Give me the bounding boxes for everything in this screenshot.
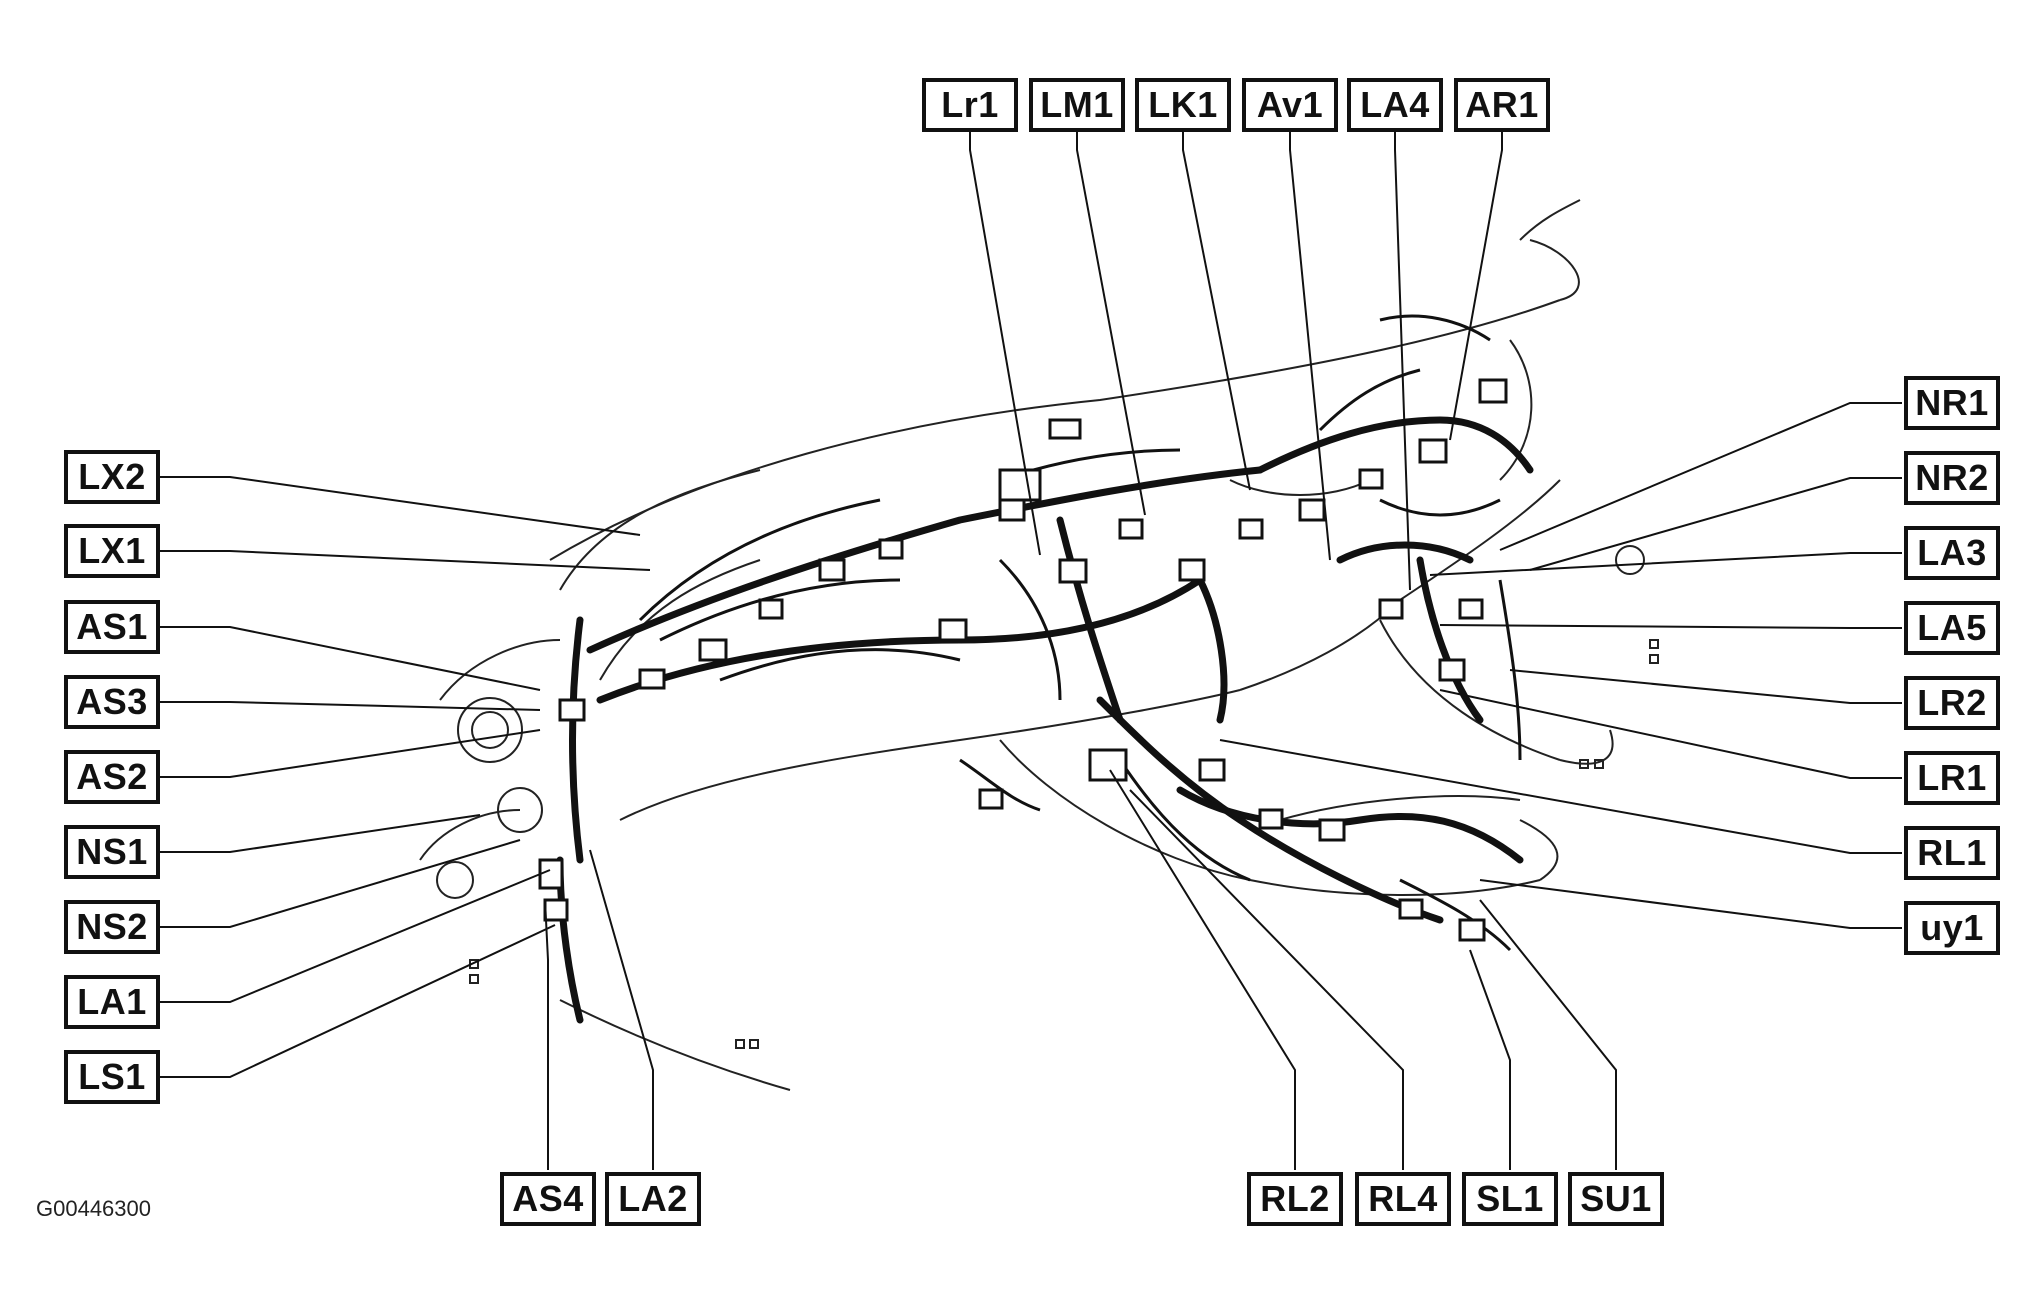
connector-label-nr2: NR2	[1904, 451, 2000, 505]
connector-label-uy1: uy1	[1904, 901, 2000, 955]
connector-label-la3: LA3	[1904, 526, 2000, 580]
connector-blocks	[538, 378, 1508, 942]
connector-label-as2: AS2	[64, 750, 160, 804]
connector-label-as3: AS3	[64, 675, 160, 729]
connector-label-la2: LA2	[605, 1172, 701, 1226]
figure-code: G00446300	[36, 1196, 151, 1221]
connector-label-sl1: SL1	[1462, 1172, 1558, 1226]
connector-label-ns1: NS1	[64, 825, 160, 879]
fixing-marks	[469, 639, 1659, 1049]
connector-label-ns2: NS2	[64, 900, 160, 954]
thin-wires	[638, 314, 1522, 952]
connector-label-as1: AS1	[64, 600, 160, 654]
connector-label-lx2: LX2	[64, 450, 160, 504]
connector-label-la5: LA5	[1904, 601, 2000, 655]
connector-label-rl1: RL1	[1904, 826, 2000, 880]
connector-label-ls1: LS1	[64, 1050, 160, 1104]
connector-label-la1: LA1	[64, 975, 160, 1029]
connector-label-nr1: NR1	[1904, 376, 2000, 430]
connector-label-la4: LA4	[1347, 78, 1443, 132]
connector-label-rl2: RL2	[1247, 1172, 1343, 1226]
connector-label-lm1: LM1	[1029, 78, 1125, 132]
connector-label-lr1: Lr1	[922, 78, 1018, 132]
connector-label-su1: SU1	[1568, 1172, 1664, 1226]
connector-label-av1: Av1	[1242, 78, 1338, 132]
harness-bundles	[556, 416, 1534, 1024]
connector-label-lr1: LR1	[1904, 751, 2000, 805]
connector-label-rl4: RL4	[1355, 1172, 1451, 1226]
connector-label-lk1: LK1	[1135, 78, 1231, 132]
vent-circles	[436, 545, 1645, 899]
connector-label-lr2: LR2	[1904, 676, 2000, 730]
connector-label-ar1: AR1	[1454, 78, 1550, 132]
leader-lines	[160, 132, 1902, 1170]
dashboard-outline	[419, 199, 1614, 1091]
connector-label-lx1: LX1	[64, 524, 160, 578]
connector-label-as4: AS4	[500, 1172, 596, 1226]
